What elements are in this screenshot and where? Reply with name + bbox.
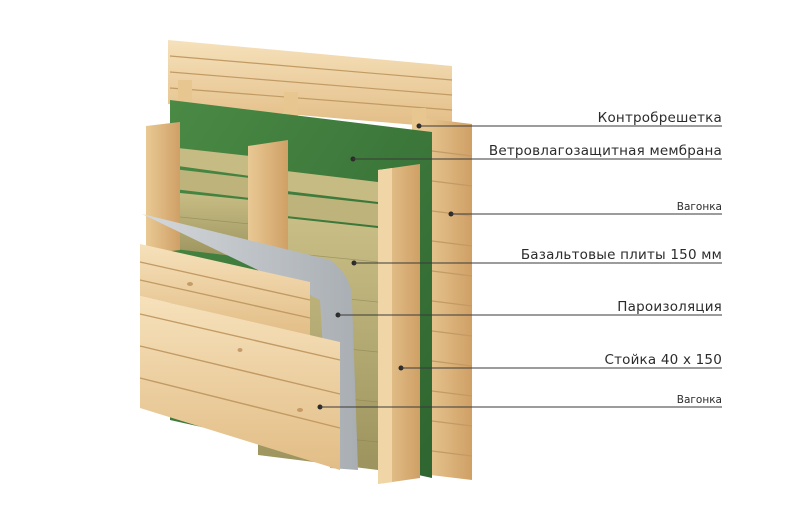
label-basalt-slabs: Базальтовые плиты 150 мм [521,247,722,263]
label-counter-batten: Контробрешетка [598,110,722,126]
callouts: Контробрешетка Ветровлагозащитная мембра… [317,110,722,410]
studs [146,122,420,484]
callout-counter-batten: Контробрешетка [416,110,722,129]
callout-basalt-slabs: Базальтовые плиты 150 мм [351,247,722,266]
callout-cladding-outer: Вагонка [448,201,722,217]
label-wind-membrane: Ветровлагозащитная мембрана [489,143,722,159]
label-stud: Стойка 40 х 150 [604,352,722,368]
label-vapor-barrier: Пароизоляция [617,299,722,315]
front-cladding [139,244,341,470]
callout-stud: Стойка 40 х 150 [398,352,722,371]
label-cladding-outer: Вагонка [677,201,722,213]
callout-wind-membrane: Ветровлагозащитная мембрана [350,143,722,162]
callout-vapor-barrier: Пароизоляция [335,299,722,318]
label-cladding-inner: Вагонка [677,394,722,406]
callout-cladding-inner: Вагонка [317,394,722,410]
vapor-barrier [142,214,358,470]
